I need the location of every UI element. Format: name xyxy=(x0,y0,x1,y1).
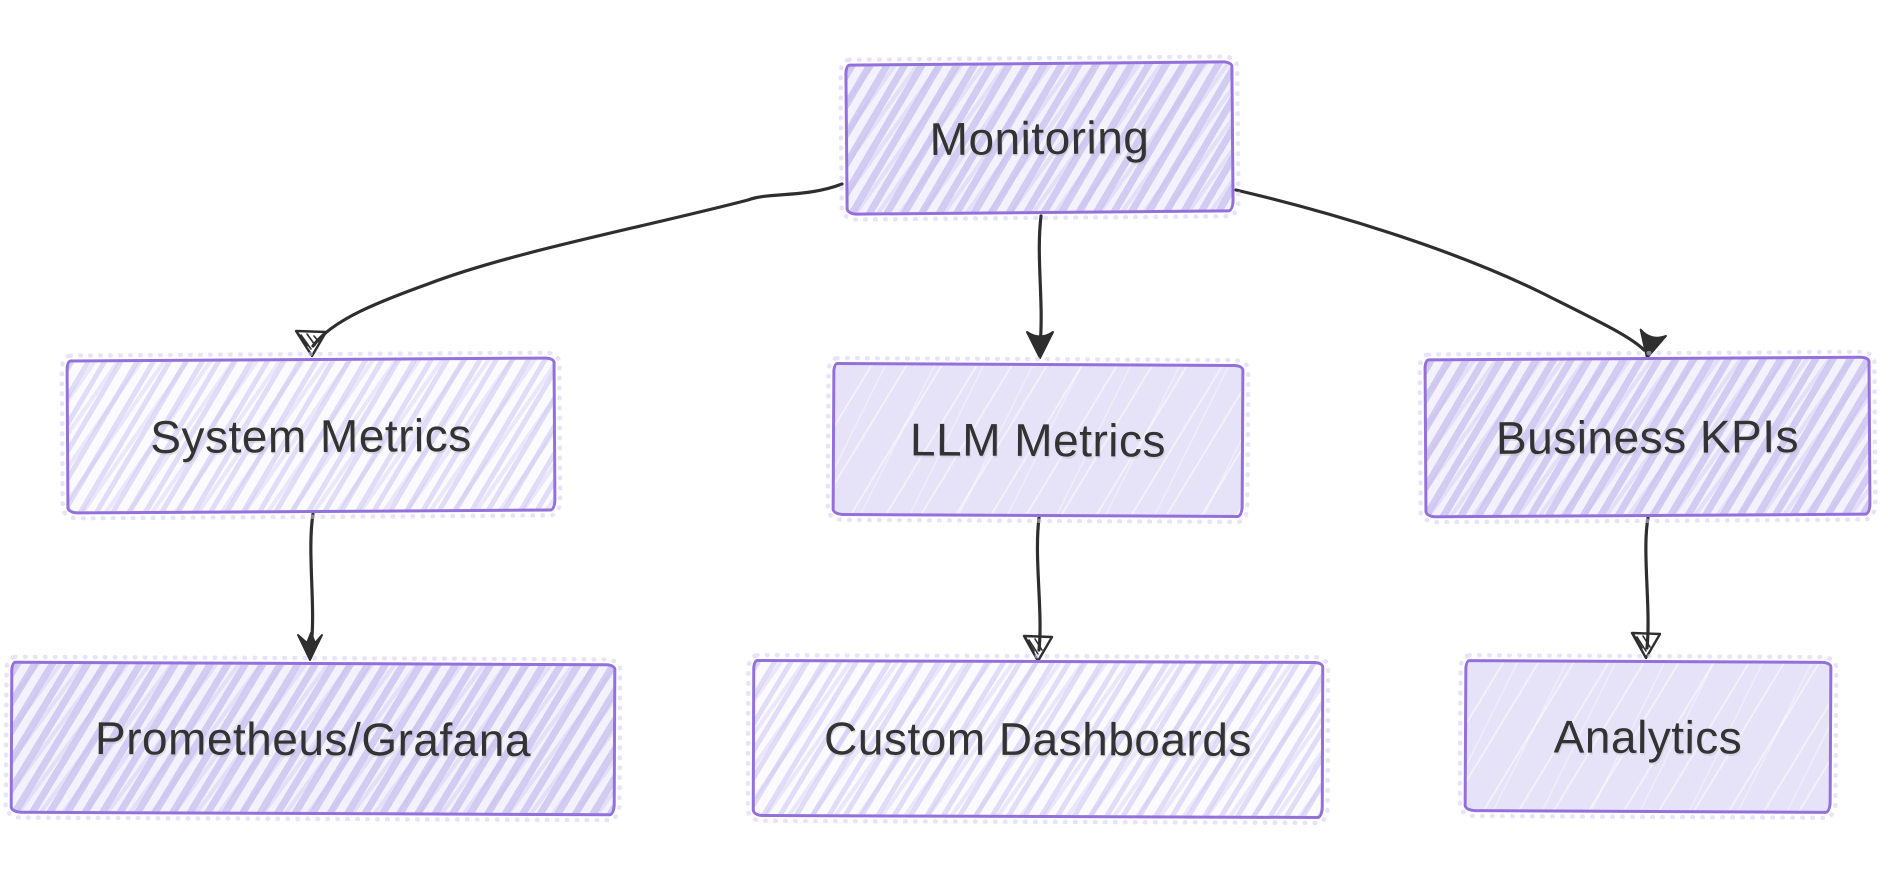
arrowhead-icon xyxy=(297,632,323,661)
arrowhead-icon xyxy=(1630,631,1662,660)
node-custom-dashboards: Custom Dashboards xyxy=(745,652,1331,826)
node-analytics: Analytics xyxy=(1457,652,1839,821)
arrowhead-icon xyxy=(1022,634,1054,663)
node-llm-metrics-label: LLM Metrics xyxy=(909,413,1167,467)
edge-monitoring-to-system-metrics xyxy=(294,182,844,358)
node-business-kpis: Business KPIs xyxy=(1417,349,1878,525)
arrowhead-icon xyxy=(1026,331,1054,359)
node-analytics-label: Analytics xyxy=(1553,710,1743,763)
node-system-metrics: System Metrics xyxy=(59,350,563,521)
node-prometheus-grafana: Prometheus/Grafana xyxy=(3,654,623,823)
node-monitoring: Monitoring xyxy=(838,54,1241,222)
edge-monitoring-to-business-kpis xyxy=(1234,188,1667,359)
node-business-kpis-label: Business KPIs xyxy=(1495,410,1800,464)
arrowhead-icon xyxy=(294,329,328,358)
node-custom-dashboards-label: Custom Dashboards xyxy=(824,712,1252,766)
edge-system-metrics-to-prometheus-grafana xyxy=(297,512,323,661)
edge-llm-metrics-to-custom-dashboards xyxy=(1022,516,1054,663)
node-prometheus-grafana-label: Prometheus/Grafana xyxy=(94,711,532,766)
node-monitoring-label: Monitoring xyxy=(929,111,1150,165)
edge-business-kpis-to-analytics xyxy=(1630,516,1662,660)
node-llm-metrics: LLM Metrics xyxy=(825,355,1251,525)
edge-monitoring-to-llm-metrics xyxy=(1026,214,1054,359)
node-system-metrics-label: System Metrics xyxy=(150,408,472,463)
